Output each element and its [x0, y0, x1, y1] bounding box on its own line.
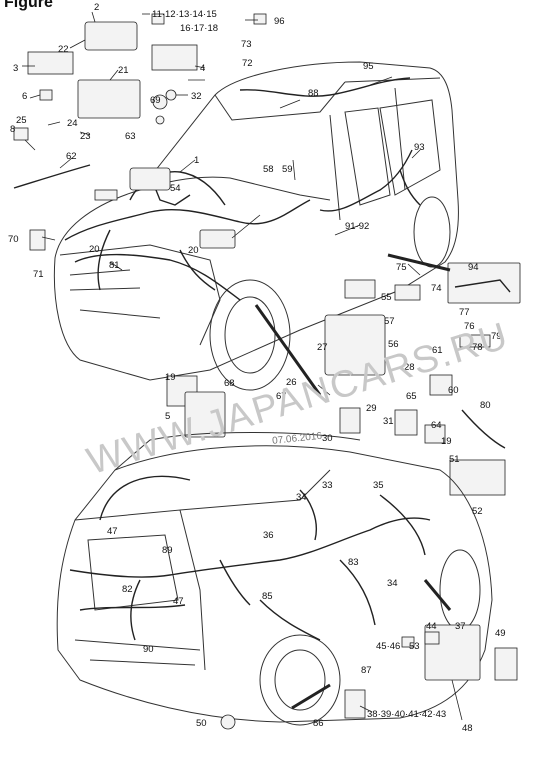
callout-89: 89: [162, 545, 173, 556]
front-wiring-harness: [64, 77, 421, 301]
callout-67: 67: [276, 391, 287, 402]
callout-90: 90: [143, 644, 154, 655]
callout-80: 80: [480, 400, 491, 411]
callout-51: 51: [449, 454, 460, 465]
callout-11-15: 11·12·13·14·15: [152, 9, 217, 20]
callout-22: 22: [58, 44, 69, 55]
callout-32: 32: [191, 91, 202, 102]
callout-70: 70: [8, 234, 19, 245]
callout-81: 81: [109, 260, 120, 271]
callout-75: 75: [396, 262, 407, 273]
callout-29: 29: [366, 403, 377, 414]
rear-wiring-harness: [69, 475, 518, 730]
callout-24: 24: [67, 118, 78, 129]
callout-8: 8: [10, 124, 15, 135]
callout-16-18: 16·17·18: [180, 23, 218, 34]
callout-35: 35: [373, 480, 384, 491]
callout-57: 57: [384, 316, 395, 327]
callout-95: 95: [363, 61, 374, 72]
callout-6: 6: [22, 91, 27, 102]
callout-82: 82: [122, 584, 133, 595]
callout-20a: 20: [89, 244, 100, 255]
callout-93: 93: [414, 142, 425, 153]
callout-33: 33: [322, 480, 333, 491]
callout-34a: 34: [296, 492, 307, 503]
callout-28: 28: [404, 362, 415, 373]
callout-78: 78: [472, 342, 483, 353]
callout-45-46: 45·46: [376, 641, 400, 652]
callout-38-43: 38·39·40·41·42·43: [367, 709, 446, 720]
callout-49: 49: [495, 628, 506, 639]
callout-60: 60: [448, 385, 459, 396]
callout-25: 25: [16, 115, 27, 126]
callout-48: 48: [462, 723, 473, 734]
callout-88: 88: [308, 88, 319, 99]
callout-55: 55: [381, 292, 392, 303]
callout-69: 69: [150, 95, 161, 106]
callout-2: 2: [94, 2, 99, 13]
callout-27: 27: [317, 342, 328, 353]
callout-36: 36: [263, 530, 274, 541]
callout-63: 63: [125, 131, 136, 142]
front-vehicle-outline: [53, 61, 459, 391]
callout-30: 30: [322, 433, 333, 444]
callout-94: 94: [468, 262, 479, 273]
callout-77: 77: [459, 307, 470, 318]
callout-52: 52: [472, 506, 483, 517]
callout-23: 23: [80, 131, 91, 142]
callout-62: 62: [66, 151, 77, 162]
callout-4: 4: [200, 63, 205, 74]
callout-61: 61: [432, 345, 443, 356]
callout-68: 68: [224, 378, 235, 389]
callout-65: 65: [406, 391, 417, 402]
callout-34b: 34: [387, 578, 398, 589]
callout-37: 37: [455, 621, 466, 632]
callout-79: 79: [491, 331, 502, 342]
callout-86: 86: [313, 718, 324, 729]
callout-59: 59: [282, 164, 293, 175]
figure-title: Figure: [4, 0, 53, 11]
callout-50: 50: [196, 718, 207, 729]
callout-56: 56: [388, 339, 399, 350]
date-stamp: 07.06.2016: [272, 431, 323, 447]
callout-72: 72: [242, 58, 253, 69]
callout-10: 19: [165, 372, 176, 383]
callout-1: 1: [194, 155, 199, 166]
callout-47b: 47: [173, 596, 184, 607]
callout-54: 54: [170, 183, 181, 194]
rear-vehicle-outline: [56, 432, 493, 726]
callout-26: 26: [286, 377, 297, 388]
callout-5: 5: [165, 411, 170, 422]
callout-47a: 47: [107, 526, 118, 537]
callout-21: 21: [118, 65, 129, 76]
callout-74: 74: [431, 283, 442, 294]
callout-31: 31: [383, 416, 394, 427]
callout-85: 85: [262, 591, 273, 602]
front-components: [13, 13, 521, 496]
callout-73: 73: [241, 39, 252, 50]
callout-76: 76: [464, 321, 475, 332]
callout-87: 87: [361, 665, 372, 676]
callout-64: 64: [431, 420, 442, 431]
callout-58: 58: [263, 164, 274, 175]
callout-96: 96: [274, 16, 285, 27]
callout-53: 53: [409, 641, 420, 652]
callout-44: 44: [426, 621, 437, 632]
callout-83: 83: [348, 557, 359, 568]
leader-lines: [22, 11, 463, 721]
callout-71: 71: [33, 269, 44, 280]
callout-91-92: 91·92: [345, 221, 369, 232]
callout-3: 3: [13, 63, 18, 74]
callout-20b: 20: [188, 245, 199, 256]
callout-labels: 2 11·12·13·14·15 96 16·17·18 73 22 72 3 …: [8, 2, 506, 734]
callout-19: 19: [441, 436, 452, 447]
